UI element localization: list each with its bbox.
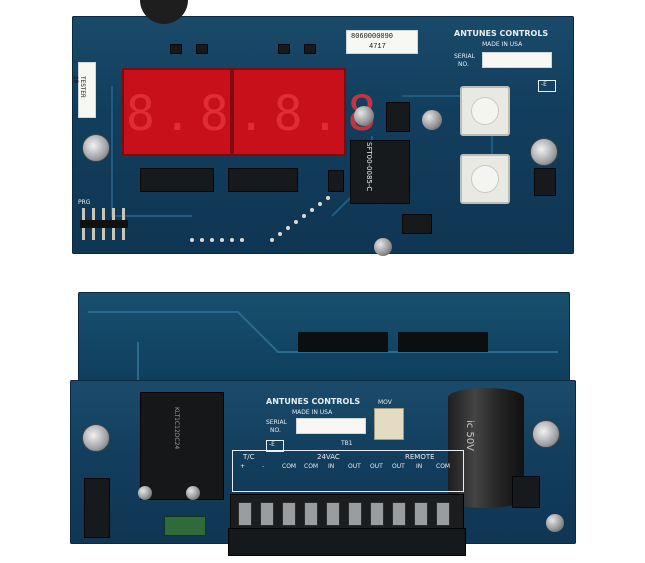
bottom-brand: ANTUNES CONTROLS (266, 397, 361, 406)
terminal-label-1: + (240, 463, 246, 470)
smd-q4 (304, 44, 316, 54)
mov-label: MOV (378, 399, 392, 406)
sft-chip-label: SFT00-0085-C (365, 142, 373, 192)
pot-vr3 (186, 486, 200, 500)
rear-circuit-board (78, 292, 570, 390)
push-button-s1 (460, 154, 510, 204)
prg-header (80, 208, 130, 244)
mov-component (374, 408, 404, 440)
ic-u5 (386, 102, 410, 132)
top-circuit-board: 8060000090 4717 ANTUNES CONTROLS MADE IN… (72, 16, 574, 256)
smd-q2 (196, 44, 208, 54)
bottom-no-label: NO. (270, 427, 281, 434)
mounting-screw-left (82, 134, 110, 162)
top-serial-label: SERIAL (454, 53, 475, 60)
terminal-screw-3 (282, 502, 296, 526)
terminal-screw-10 (436, 502, 450, 526)
terminal-label-10: COM (436, 463, 451, 470)
vac-label: 24VAC (317, 453, 340, 461)
terminal-label-4: COM (304, 463, 319, 470)
capacitor-c25 (546, 514, 564, 532)
terminal-label-2: - (262, 463, 265, 470)
remote-label: REMOTE (405, 453, 435, 461)
rear-board-traces (88, 311, 558, 382)
mounting-screw-right (530, 138, 558, 166)
terminal-screw-4 (304, 502, 318, 526)
tc-label: T/C (243, 453, 255, 461)
fuse-green (164, 516, 206, 536)
top-serial-box (482, 52, 552, 68)
terminal-screw-9 (414, 502, 428, 526)
bottom-made-in: MADE IN USA (292, 409, 333, 416)
sticker-number: 8060000090 (351, 33, 394, 41)
capacitor-c3 (354, 106, 374, 126)
tester-label: TESTER 10 (72, 62, 96, 118)
display-digits: 8.8.8.8. (126, 86, 422, 142)
bottom-serial-label: SERIAL (266, 419, 287, 426)
regulator-right (512, 476, 540, 508)
top-revision: -E (541, 81, 547, 88)
terminal-label-3: COM (282, 463, 297, 470)
top-brand: ANTUNES CONTROLS (454, 29, 549, 38)
terminal-screw-2 (260, 502, 274, 526)
bottom-revision: -E (269, 441, 275, 448)
terminal-screw-1 (238, 502, 252, 526)
seven-segment-display-right (232, 68, 346, 156)
terminal-screws (232, 498, 462, 528)
smd-q3 (278, 44, 290, 54)
bottom-serial-box (296, 418, 366, 434)
terminal-label-8: OUT (392, 463, 405, 470)
terminal-screw-6 (348, 502, 362, 526)
bottom-circuit-board: ANTUNES CONTROLS MADE IN USA SERIAL NO. … (70, 380, 576, 546)
seven-segment-display-left (122, 68, 232, 156)
terminal-label-7: OUT (370, 463, 383, 470)
bottom-screw-right (532, 420, 560, 448)
push-button-s2-cap (471, 97, 499, 125)
ic-u3 (228, 168, 298, 192)
electrolytic-capacitor (448, 388, 524, 508)
capacitor-c1 (374, 238, 392, 256)
bottom-revision-box (266, 440, 284, 452)
ic-u6 (402, 214, 432, 234)
terminal-label-row: + - COM COM IN OUT OUT OUT IN COM (232, 462, 462, 476)
relay-k1: KLT1C12DC24 (140, 392, 224, 500)
terminal-block-base (228, 528, 466, 556)
tester-text: TESTER 10 (72, 76, 86, 98)
prg-label: PRG (78, 199, 91, 206)
relay-text: KLT1C12DC24 (173, 407, 180, 450)
top-made-in: MADE IN USA (482, 41, 523, 48)
terminal-screw-7 (370, 502, 384, 526)
terminal-label-9: IN (416, 463, 423, 470)
terminal-legend: TB1 T/C 24VAC REMOTE (232, 441, 464, 492)
smd-q1 (170, 44, 182, 54)
sticker-sub: 4717 (369, 43, 386, 51)
terminal-label-6: OUT (348, 463, 361, 470)
pot-vr2 (138, 486, 152, 500)
tb1-label: TB1 (341, 440, 353, 447)
terminal-screw-5 (326, 502, 340, 526)
terminal-screw-8 (392, 502, 406, 526)
bottom-screw-left (82, 424, 110, 452)
ic-c11 (140, 168, 214, 192)
push-button-s1-cap (471, 165, 499, 193)
smd-u2 (534, 168, 556, 196)
capacitor-c4 (422, 110, 442, 130)
top-no-label: NO. (458, 61, 469, 68)
top-revision-box (538, 80, 556, 92)
push-button-s2 (460, 86, 510, 136)
terminal-label-5: IN (328, 463, 335, 470)
serial-sticker: 8060000090 4717 (346, 30, 418, 54)
ic-sft-chip (350, 140, 410, 204)
capacitor-text: ic 50V (464, 420, 475, 452)
j1-header (84, 478, 110, 538)
smd-xt (328, 170, 344, 192)
